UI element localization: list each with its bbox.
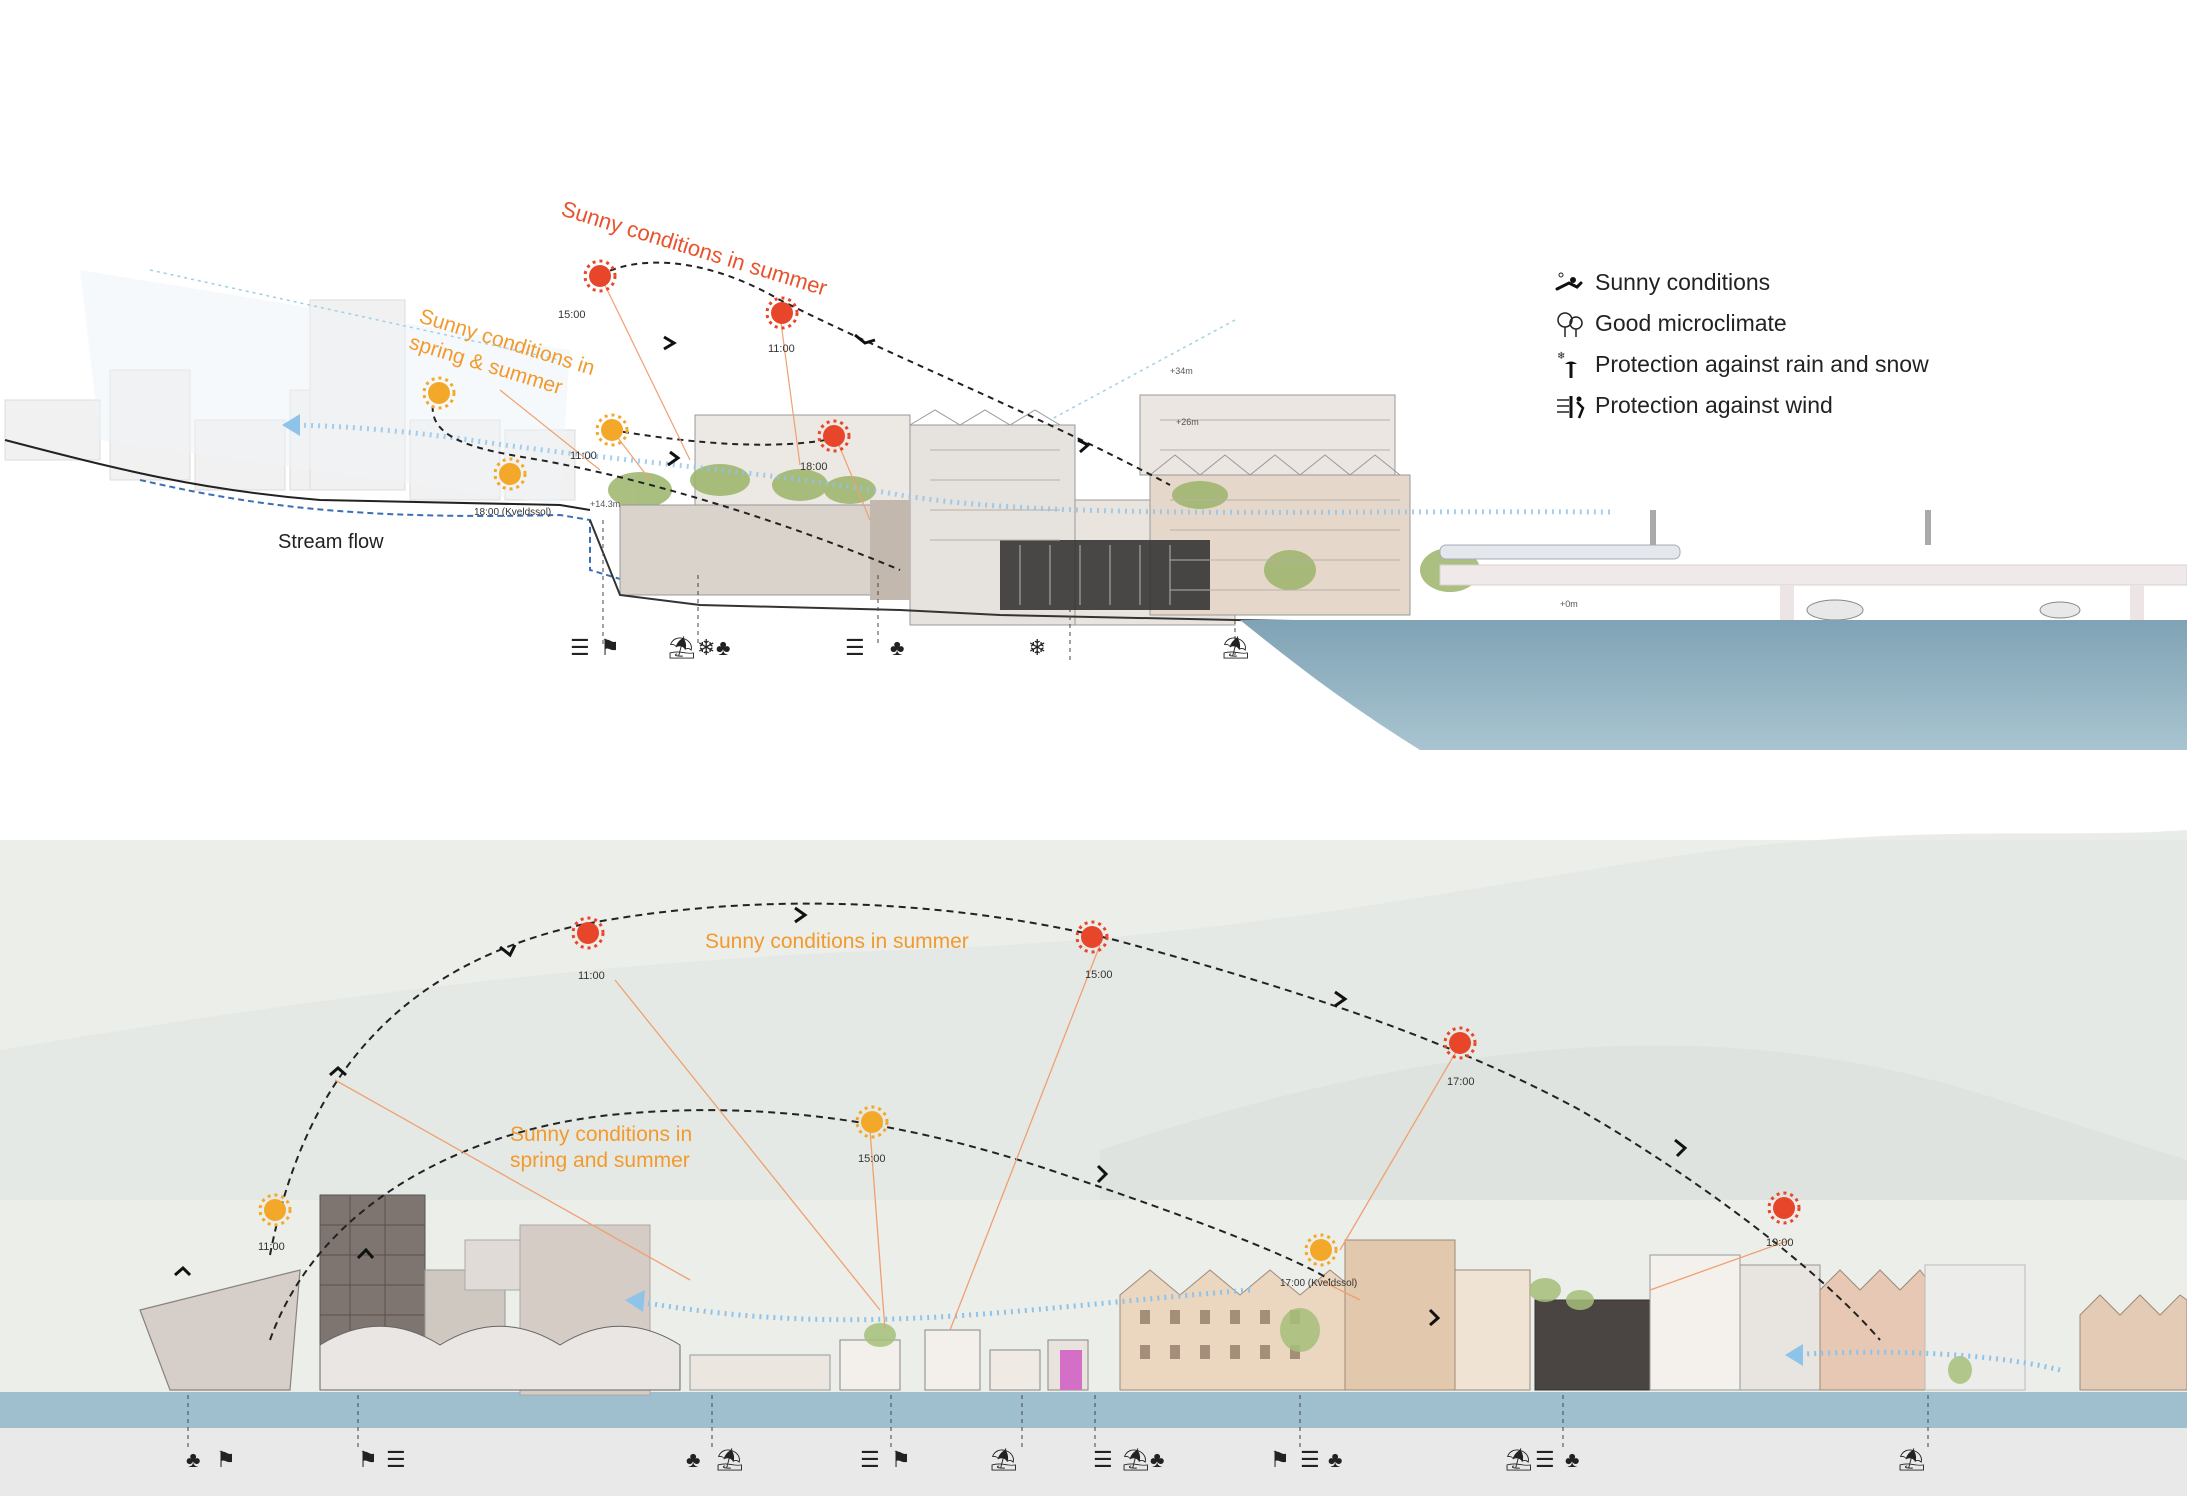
legend: Sunny conditions Good microclimate ❄ Pro… [1555,262,2115,426]
path-direction-arrows [663,333,1091,467]
stream-path [139,479,641,586]
legend-item-microclimate: Good microclimate [1555,303,2115,344]
svg-text:⛱: ⛱ [1222,635,1250,660]
time-label: 11:00 [768,343,795,355]
time-label: 11:00 [578,970,605,982]
wind-shelter-icon [1555,388,1595,424]
sun-rays-top [499,274,871,521]
tree-cluster-icon [1555,306,1595,342]
bottom-spring-label-line2: spring and summer [510,1149,690,1172]
time-label: 19:00 [1766,1237,1794,1249]
airflow-arrowhead [282,414,300,436]
legend-label: Protection against rain and snow [1595,351,1929,377]
bottom-path-arrows [174,906,1688,1327]
elevation-label: +0m [1560,599,1578,609]
svg-text:⛱: ⛱ [1505,1447,1533,1472]
legend-item-wind: Protection against wind [1555,385,2115,426]
svg-text:❄: ❄ [1028,635,1046,660]
time-label: 15:00 [558,309,586,321]
legend-label: Good microclimate [1595,310,1787,336]
sun-summer-11 [765,296,799,330]
time-label: 18:00 [800,461,828,473]
svg-text:⚑: ⚑ [358,1447,378,1472]
legend-item-sunny: Sunny conditions [1555,262,2115,303]
svg-text:☰: ☰ [845,635,865,660]
bottom-markers [187,1395,1929,1450]
time-label: 15:00 [1085,969,1113,981]
sea [1240,620,2187,750]
bottom-spring-path [269,1109,1331,1341]
svg-text:☰: ☰ [386,1447,406,1472]
bottom-section: 11:00 15:00 17:00 19:00 11:00 15:00 17:0… [0,830,2187,1496]
bottom-summer-label: Sunny conditions in summer [705,930,969,953]
svg-text:⚑: ⚑ [600,635,620,660]
svg-text:⛱: ⛱ [1122,1447,1150,1472]
bottom-airflow [625,1287,2061,1373]
terrain-line [4,439,591,511]
light-wedge [80,270,570,505]
svg-text:☰: ☰ [1300,1447,1320,1472]
svg-text:♣: ♣ [1565,1447,1579,1472]
time-label: 17:00 [1447,1076,1475,1088]
bottom-water [0,1392,2187,1428]
svg-text:♣: ♣ [1328,1447,1342,1472]
svg-text:☰: ☰ [860,1447,880,1472]
svg-text:♣: ♣ [1150,1447,1164,1472]
svg-text:⛱: ⛱ [716,1447,744,1472]
svg-text:☰: ☰ [1535,1447,1555,1472]
svg-text:☰: ☰ [1093,1447,1113,1472]
svg-text:⛱: ⛱ [990,1447,1018,1472]
time-label: 18:00 (Kveldssol) [474,507,551,518]
light-beam-right [1049,319,1236,421]
bottom-buildings [139,1194,2187,1396]
sunbather-icon [1555,265,1595,301]
time-label: 17:00 (Kveldssol) [1280,1278,1357,1289]
svg-text:♣: ♣ [186,1447,200,1472]
sun-spring-11 [595,413,629,447]
elevation-label: +14.3m [590,499,620,509]
svg-text:❄: ❄ [697,635,715,660]
legend-label: Sunny conditions [1595,269,1771,295]
svg-text:⚑: ⚑ [891,1447,911,1472]
legend-item-rain-snow: ❄ Protection against rain and snow [1555,344,2115,385]
umbrella-snow-icon: ❄ [1555,347,1595,383]
svg-text:⚑: ⚑ [216,1447,236,1472]
top-section: 15:00 11:00 18:00 11:00 18:00 (Kveldssol… [4,196,2187,750]
bottom-marker-icons: ♣⚑ ⚑☰ ♣⛱ ☰⚑ ⛱ ☰⛱♣ ⚑☰♣ ⛱☰♣ ⛱ [186,1447,1926,1472]
bridge [1439,510,2187,625]
stream-label: Stream flow [278,531,384,553]
svg-text:☰: ☰ [570,635,590,660]
time-label: 15:00 [858,1153,886,1165]
svg-text:⛱: ⛱ [668,635,696,660]
time-label: 11:00 [258,1241,285,1253]
sun-summer-15 [583,259,617,293]
svg-text:⛱: ⛱ [1898,1447,1926,1472]
elevation-label: +34m [1170,366,1193,376]
elevation-label: +26m [1176,417,1199,427]
top-markers [602,520,1236,660]
bottom-sun-rays [334,944,1791,1331]
mid-sun-path [611,429,837,446]
svg-text:♣: ♣ [716,635,730,660]
time-label: 11:00 [570,450,597,462]
svg-text:⚑: ⚑ [1270,1447,1290,1472]
legend-label: Protection against wind [1595,392,1833,418]
top-marker-icons: ☰⚑ ⛱❄♣ ☰♣ ❄ ⛱ [570,635,1250,660]
bottom-spring-label-line1: Sunny conditions in [510,1123,692,1146]
svg-text:❄: ❄ [1557,351,1565,362]
svg-text:♣: ♣ [890,635,904,660]
svg-text:♣: ♣ [686,1447,700,1472]
